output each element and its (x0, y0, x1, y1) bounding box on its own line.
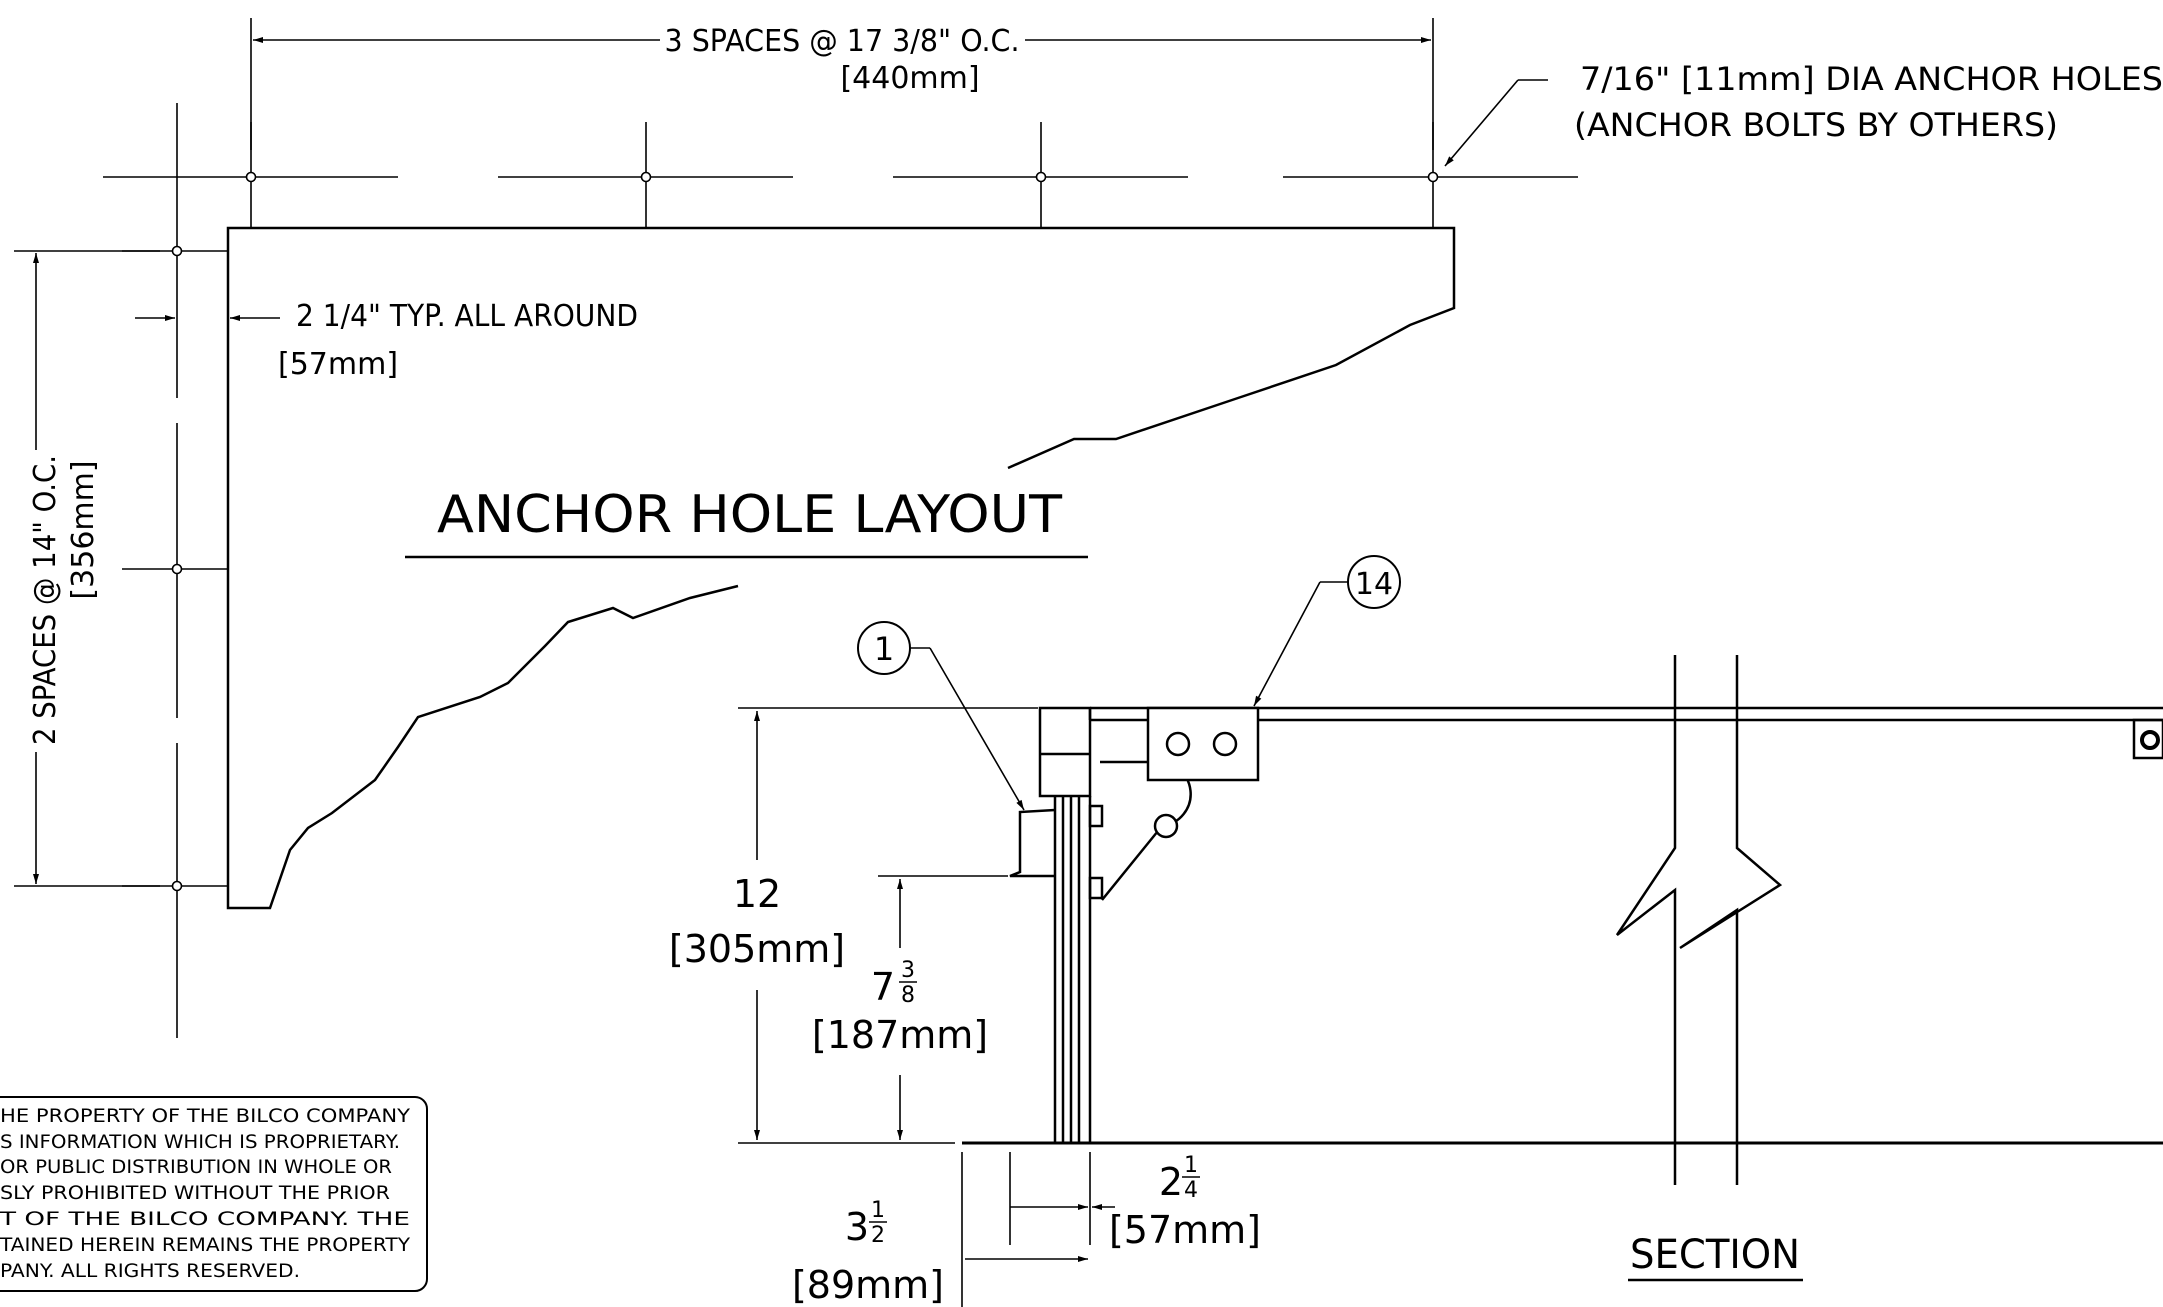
base-dimension-whole: 3 (845, 1205, 869, 1249)
notice-line-2: S INFORMATION WHICH IS PROPRIETARY. (0, 1131, 400, 1153)
section-title: SECTION (1630, 1232, 1800, 1278)
anchor-hole-note-line1: 7/16" [11mm] DIA ANCHOR HOLES (1580, 60, 2163, 98)
flange-dimension-whole: 2 (1159, 1160, 1183, 1204)
edge-distance-label: 2 1/4" TYP. ALL AROUND (296, 299, 638, 334)
plate-outline (226, 226, 1456, 910)
mid-dimension (878, 875, 1008, 1140)
callout-1-label: 1 (874, 630, 894, 668)
flange-dimension-numerator: 1 (1184, 1153, 1198, 1178)
hinge-bracket (1100, 706, 1260, 901)
top-spacing-dimension (250, 18, 1434, 150)
notice-frame (0, 1096, 428, 1292)
mid-dimension-numerator: 3 (901, 958, 915, 983)
notice-line-7: PANY. ALL RIGHTS RESERVED. (0, 1260, 300, 1282)
anchor-hole (1035, 171, 1047, 183)
callout-1-leader (910, 647, 1025, 811)
anchor-hole (245, 171, 257, 183)
anchor-hole (171, 563, 183, 575)
anchor-hole (171, 245, 183, 257)
side-spacing-metric: [356mm] (66, 460, 101, 599)
top-anchor-holes (245, 171, 1439, 183)
side-spacing-label: 2 SPACES @ 14" O.C. (28, 455, 63, 745)
mid-dimension-metric: [187mm] (812, 1013, 988, 1057)
flange-dimension-metric: [57mm] (1109, 1208, 1261, 1252)
notice-line-3: OR PUBLIC DISTRIBUTION IN WHOLE OR (0, 1156, 392, 1178)
section-view: 1 14 12 [305mm] 7 3 8 [187m (669, 555, 2163, 1307)
edge-distance-metric: [57mm] (278, 347, 398, 382)
flange-dimension (1009, 1152, 1115, 1245)
base-dimension (961, 1152, 1088, 1307)
base-dimension-metric: [89mm] (792, 1263, 944, 1307)
anchor-hole (1427, 171, 1439, 183)
notice-line-1: HE PROPERTY OF THE BILCO COMPANY (0, 1105, 410, 1127)
break-lines (1615, 655, 1783, 1185)
notice-line-5: T OF THE BILCO COMPANY. THE (0, 1208, 410, 1230)
proprietary-notice: HE PROPERTY OF THE BILCO COMPANY S INFOR… (0, 1096, 428, 1292)
notice-line-4: SLY PROHIBITED WITHOUT THE PRIOR (0, 1182, 390, 1204)
notice-line-6: TAINED HEREIN REMAINS THE PROPERTY (0, 1234, 410, 1256)
top-spacing-label: 3 SPACES @ 17 3/8" O.C. (665, 24, 1020, 59)
base-dimension-denominator: 2 (871, 1223, 885, 1248)
top-spacing-metric: [440mm] (840, 61, 979, 96)
mid-dimension-denominator: 8 (901, 983, 915, 1008)
base-dimension-numerator: 1 (871, 1198, 885, 1223)
anchor-hole-layout: 3 SPACES @ 17 3/8" O.C. [440mm] 7/16" [1… (14, 18, 2163, 1038)
anchor-hole-note-line2: (ANCHOR BOLTS BY OTHERS) (1574, 106, 2058, 144)
side-spacing-dimension (14, 250, 160, 887)
height-dimension-metric: [305mm] (669, 927, 845, 971)
latch-detail (2132, 718, 2163, 760)
anchor-hole (171, 880, 183, 892)
height-dimension-value: 12 (733, 872, 781, 916)
top-centerlines (103, 122, 1578, 228)
side-anchor-holes (171, 245, 183, 892)
height-dimension (738, 707, 1038, 1144)
anchor-layout-title: ANCHOR HOLE LAYOUT (437, 485, 1062, 545)
anchor-hole (640, 171, 652, 183)
frame-angle (1009, 706, 1104, 1143)
callout-14-leader (1253, 581, 1348, 707)
flange-dimension-denominator: 4 (1184, 1178, 1198, 1203)
mid-dimension-whole: 7 (871, 965, 895, 1009)
anchor-hole-leader (1444, 79, 1548, 167)
callout-14-label: 14 (1355, 567, 1393, 602)
